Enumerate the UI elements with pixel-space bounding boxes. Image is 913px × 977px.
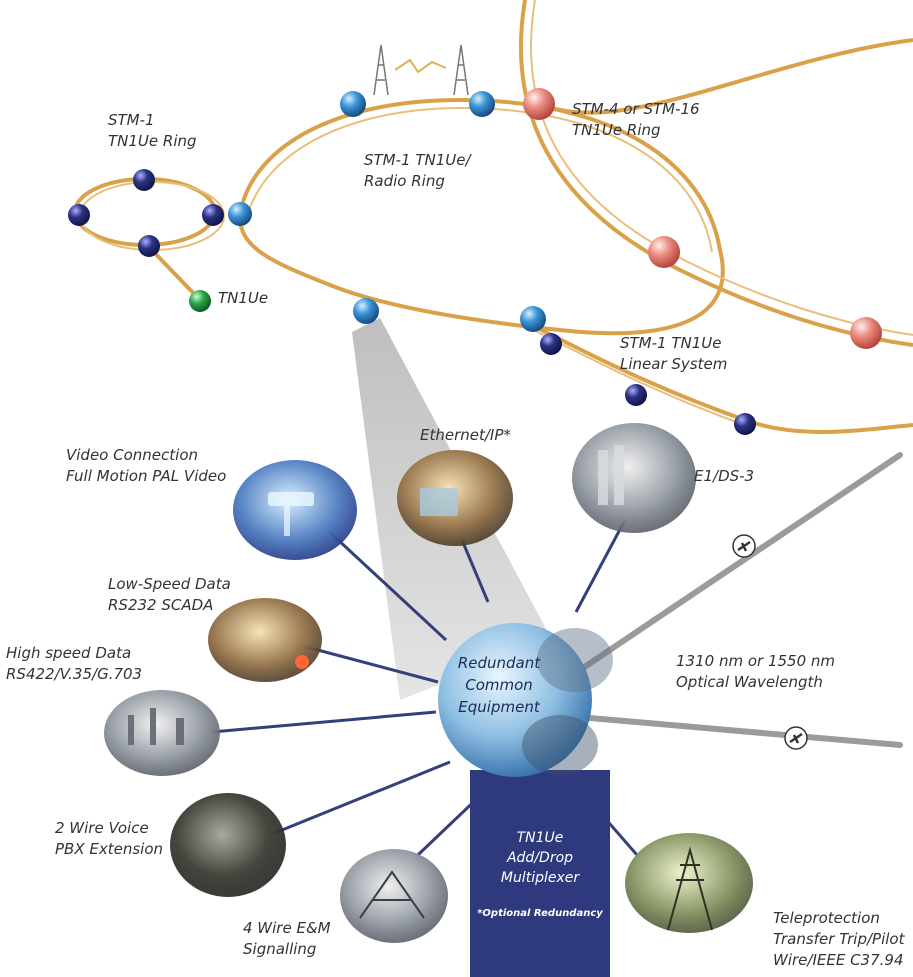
node-navy bbox=[138, 235, 160, 257]
radio-ring-fiber bbox=[237, 97, 725, 336]
optional-redundancy-note: *Optional Redundancy bbox=[477, 908, 603, 919]
scada-photo bbox=[208, 598, 322, 682]
common-equipment-hub bbox=[438, 623, 592, 777]
node-red bbox=[523, 88, 555, 120]
radio-link-zigzag bbox=[394, 58, 447, 74]
node-blue bbox=[520, 306, 546, 332]
multiplexer-column bbox=[470, 770, 610, 977]
ethernet-label: Ethernet/IP* bbox=[420, 426, 511, 444]
node-navy bbox=[68, 204, 90, 226]
em-substation-photo bbox=[340, 849, 448, 943]
node-red bbox=[850, 317, 882, 349]
node-navy bbox=[540, 333, 562, 355]
e1-equipment-photo bbox=[572, 423, 696, 533]
video-camera-photo bbox=[233, 460, 357, 560]
industrial-plant-photo bbox=[104, 690, 220, 776]
radio-towers bbox=[373, 44, 469, 96]
airplane-icon-glyph bbox=[737, 540, 751, 552]
node-blue-drop bbox=[353, 298, 379, 324]
node-green-tn1ue bbox=[189, 290, 211, 312]
radio-ring-label: STM-1 TN1Ue/Radio Ring bbox=[364, 151, 471, 190]
node-navy bbox=[734, 413, 756, 435]
optical-fiber-lower bbox=[587, 715, 903, 748]
e1-label: E1/DS-3 bbox=[694, 467, 755, 485]
node-red bbox=[648, 236, 680, 268]
node-navy bbox=[625, 384, 647, 406]
radio-tower-left bbox=[373, 44, 389, 96]
optical-fiber-upper bbox=[577, 452, 903, 673]
voice-phone-photo bbox=[170, 793, 286, 897]
node-navy bbox=[133, 169, 155, 191]
radio-tower-right bbox=[453, 44, 469, 96]
node-blue bbox=[340, 91, 366, 117]
node-blue bbox=[228, 202, 252, 226]
node-navy bbox=[202, 204, 224, 226]
hub-photo-technician bbox=[537, 628, 613, 692]
airplane-icon-2-glyph bbox=[789, 732, 803, 744]
tn1ue-spur bbox=[146, 244, 202, 302]
tn1ue-label: TN1Ue bbox=[218, 289, 269, 307]
teleprotection-pylon-photo bbox=[625, 833, 753, 933]
fiber-rings bbox=[73, 0, 913, 434]
hub-photo-operator bbox=[522, 715, 598, 775]
network-nodes bbox=[68, 88, 882, 435]
service-photos bbox=[104, 423, 753, 943]
node-blue bbox=[469, 91, 495, 117]
